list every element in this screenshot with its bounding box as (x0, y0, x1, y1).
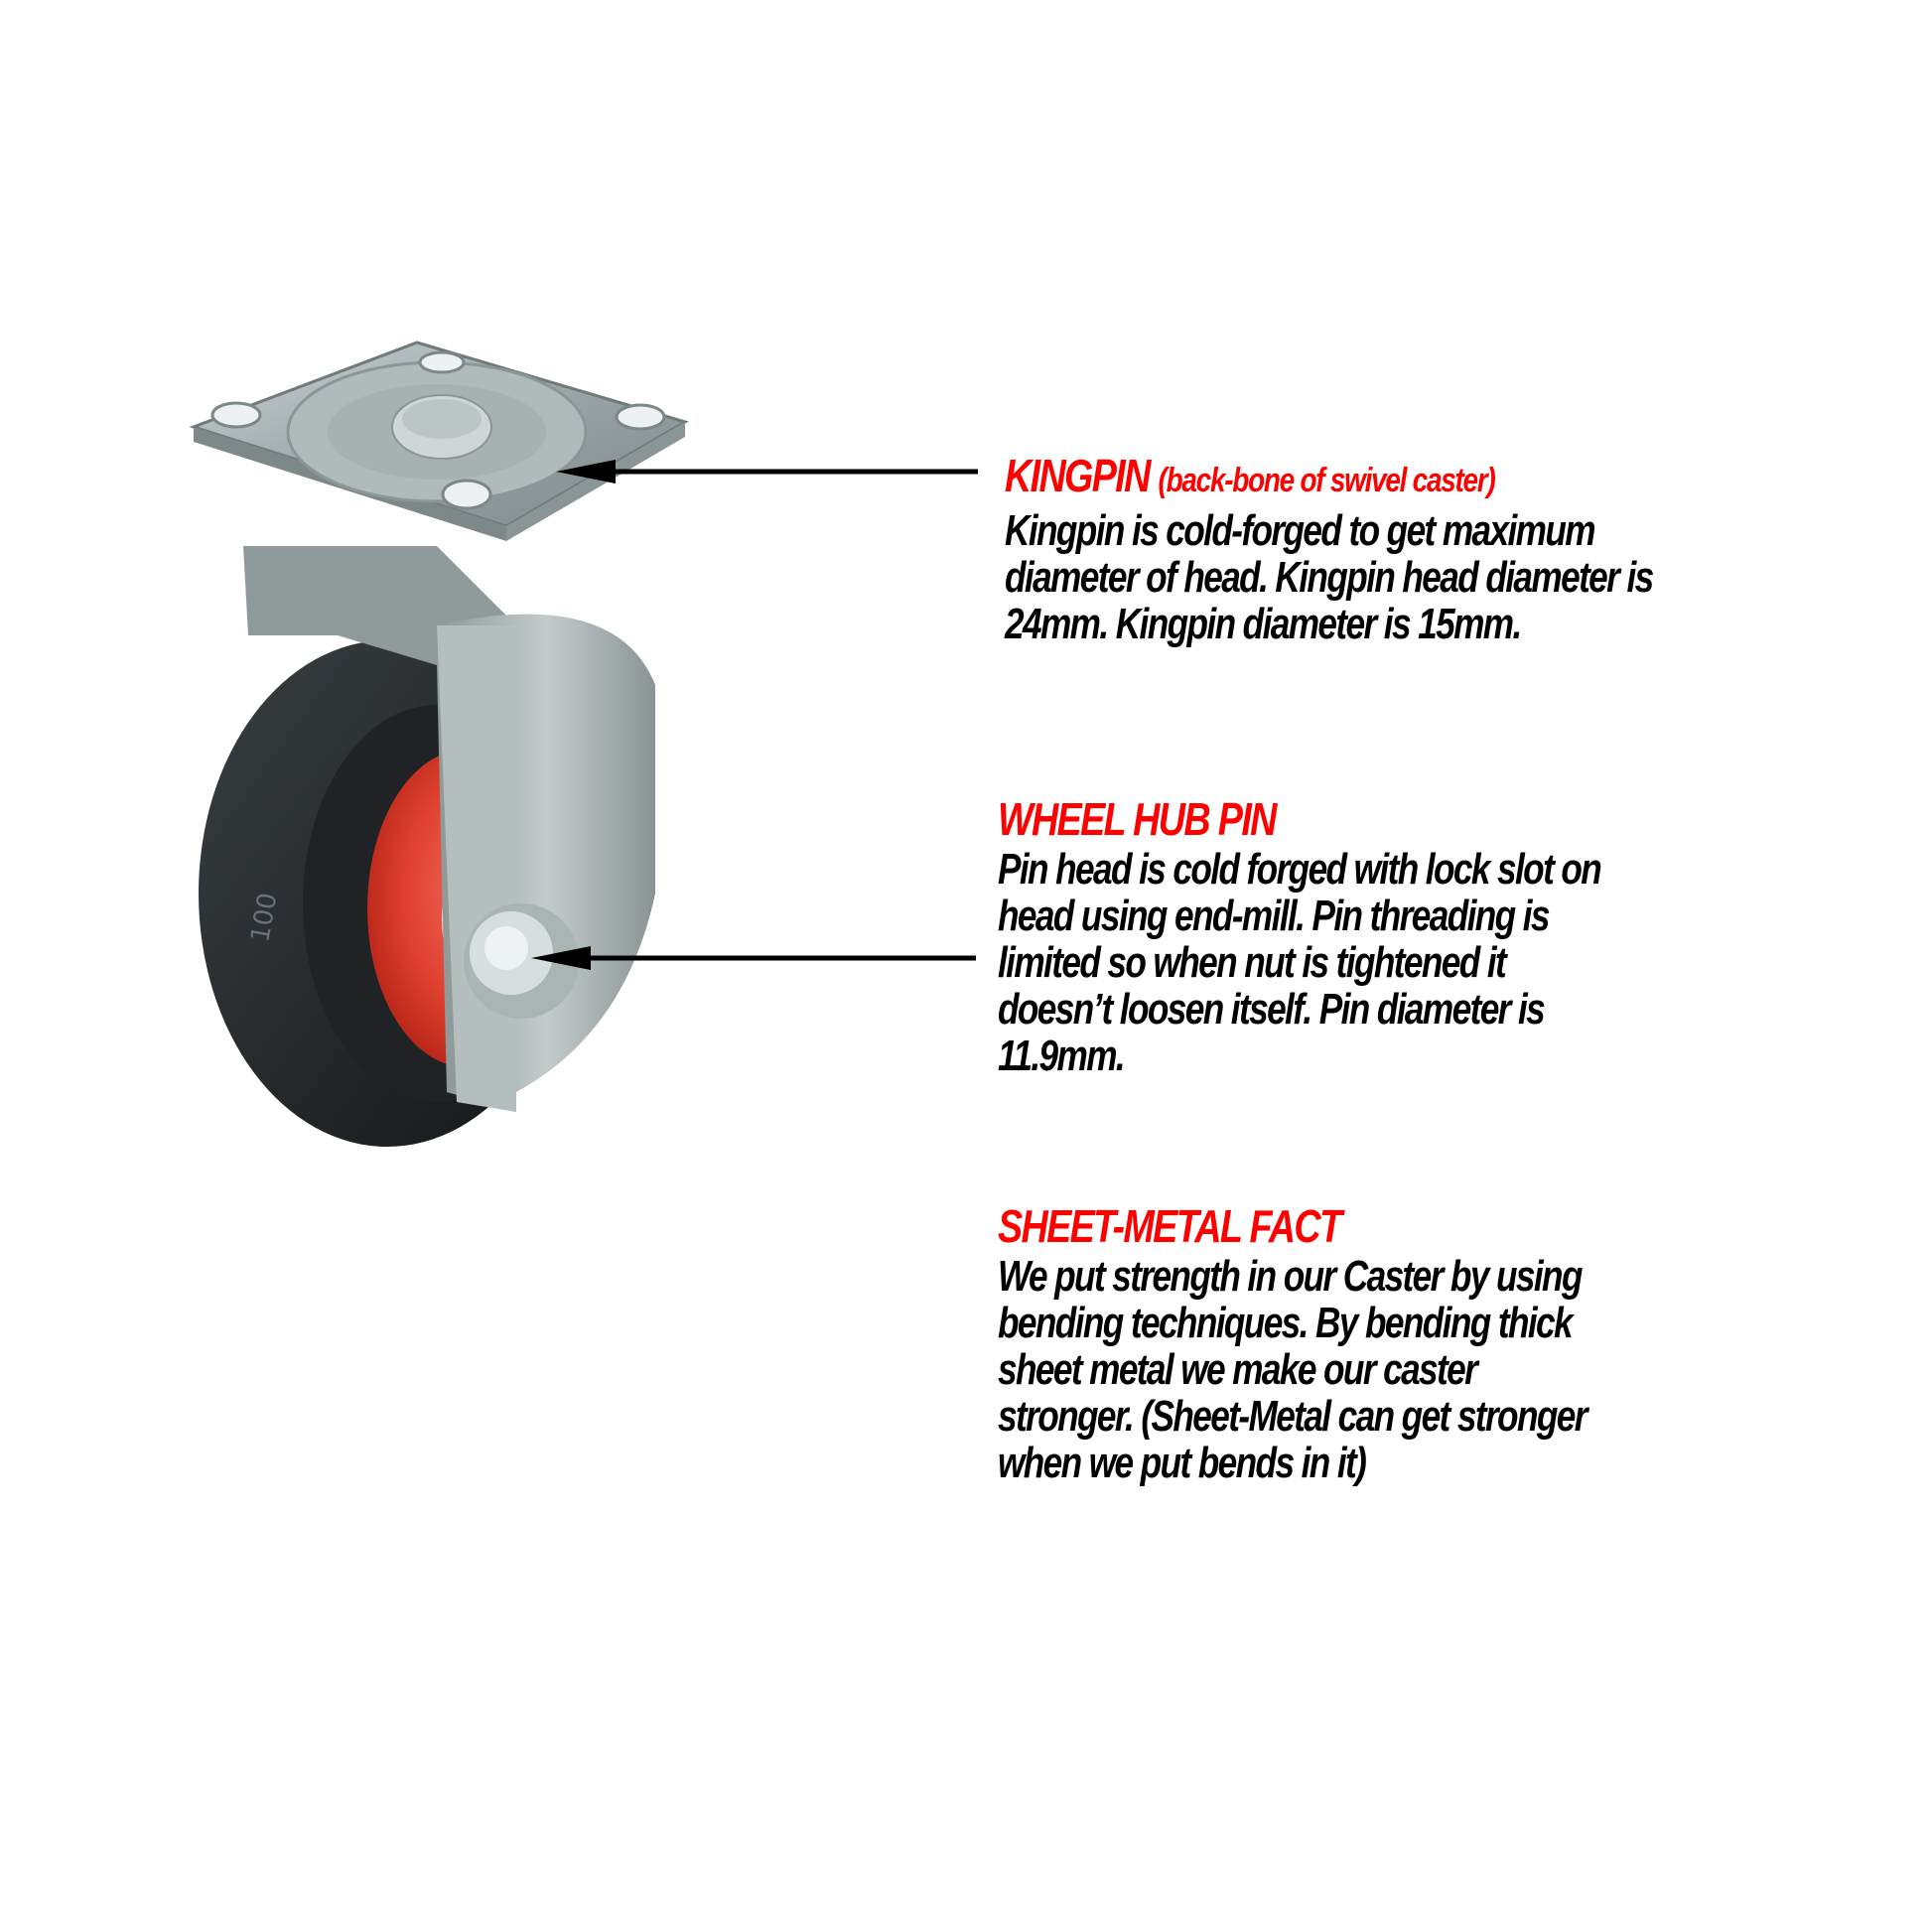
wheel-hub-pin-section: WHEEL HUB PIN Pin head is cold forged wi… (998, 792, 1932, 1079)
text-line: 11.9mm. (998, 1032, 1126, 1080)
caster-image: 100 (189, 341, 689, 1147)
section-title: KINGPIN (1005, 450, 1151, 501)
section-title: WHEEL HUB PIN (998, 793, 1277, 845)
text-line: diameter of head. Kingpin head diameter … (1005, 553, 1654, 602)
kingpin-section: KINGPIN (back-bone of swivel caster) Kin… (1005, 449, 1932, 647)
text-line: limited so when nut is tightened it (998, 938, 1507, 987)
kingpin-arrow (556, 460, 978, 483)
wheel-hub-pin (464, 903, 579, 1019)
text-line: bending techniques. By bending thick (998, 1299, 1574, 1347)
text-line: Kingpin is cold-forged to get maximum (1005, 506, 1596, 555)
text-line: 24mm. Kingpin diameter is 15mm. (1005, 600, 1522, 648)
section-subtitle: (back-bone of swivel caster) (1158, 462, 1496, 499)
text-line: Pin head is cold forged with lock slot o… (998, 845, 1602, 894)
wheel-hub-pin-arrow (531, 946, 976, 970)
top-plate (189, 341, 689, 541)
sheet-metal-description: We put strength in our Caster by using b… (998, 1253, 1911, 1486)
sheet-metal-section: SHEET-METAL FACT We put strength in our … (998, 1199, 1932, 1486)
sheet-metal-heading: SHEET-METAL FACT (998, 1199, 1932, 1253)
wheel-hub-pin-description: Pin head is cold forged with lock slot o… (998, 846, 1911, 1079)
text-line: when we put bends in it) (998, 1439, 1367, 1487)
text-line: head using end-mill. Pin threading is (998, 892, 1551, 940)
text-line: stronger. (Sheet-Metal can get stronger (998, 1392, 1587, 1441)
text-line: doesn’t loosen itself. Pin diameter is (998, 985, 1546, 1034)
text-line: sheet metal we make our caster (998, 1345, 1478, 1394)
section-title: SHEET-METAL FACT (998, 1200, 1342, 1252)
text-line: We put strength in our Caster by using (998, 1252, 1583, 1301)
kingpin-heading: KINGPIN (back-bone of swivel caster) (1005, 449, 1932, 507)
wheel-hub-pin-heading: WHEEL HUB PIN (998, 792, 1932, 846)
kingpin-description: Kingpin is cold-forged to get maximum di… (1005, 507, 1918, 647)
